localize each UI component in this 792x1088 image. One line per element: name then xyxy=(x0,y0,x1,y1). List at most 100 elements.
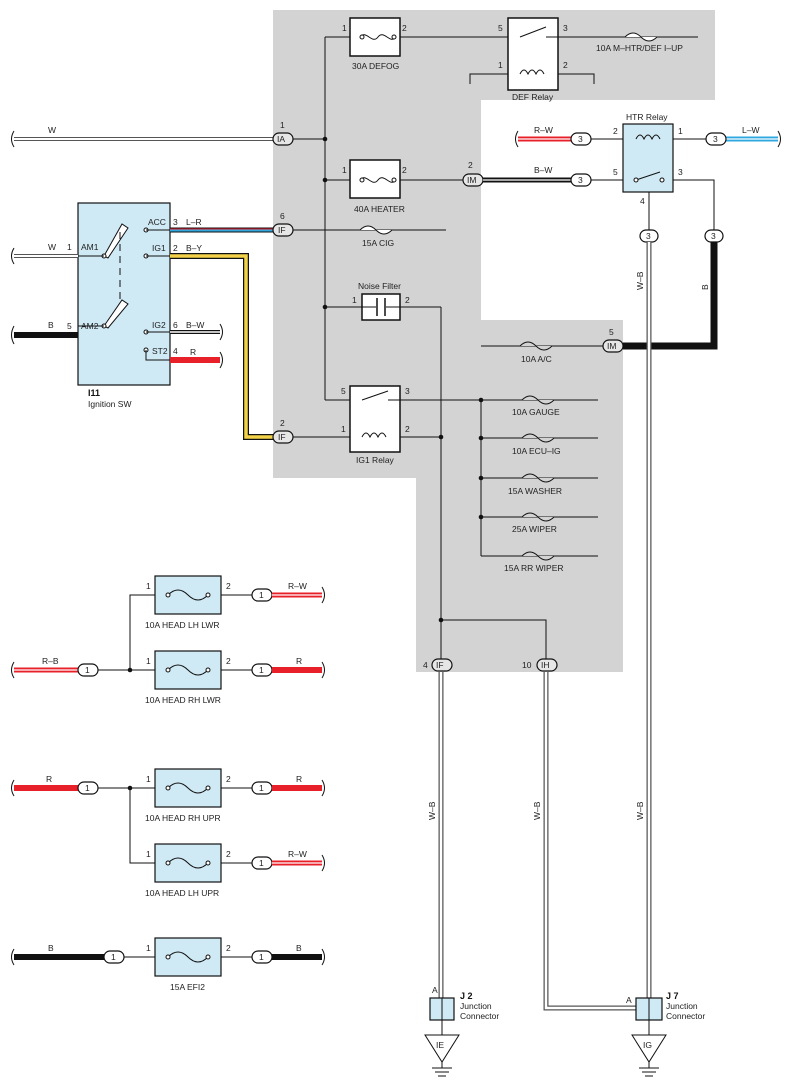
wire-label-b-am2: B xyxy=(48,320,54,330)
svg-text:2: 2 xyxy=(402,165,407,175)
connector-if-6: IF 6 xyxy=(272,211,294,237)
j7-id: J 7 xyxy=(666,991,679,1001)
svg-text:15A EFI2: 15A EFI2 xyxy=(170,982,205,992)
svg-text:10A A/C: 10A A/C xyxy=(521,354,552,364)
svg-text:5: 5 xyxy=(498,23,503,33)
svg-text:2: 2 xyxy=(405,295,410,305)
junction-connector-j2: IE A J 2 Junction Connector xyxy=(424,985,499,1077)
terminal-am1: AM1 xyxy=(81,242,99,252)
ig1-relay: 5 3 1 2 IG1 Relay xyxy=(341,385,410,465)
wire-label-w-am1: W xyxy=(48,242,56,252)
wire-label-wb-4: W–B xyxy=(532,801,542,820)
svg-text:10A GAUGE: 10A GAUGE xyxy=(512,407,560,417)
connector-im-5: IM 5 xyxy=(602,327,624,353)
def-relay-label: DEF Relay xyxy=(512,92,554,102)
fuse-head-lh-lwr: 1 2 10A HEAD LH LWR xyxy=(145,575,231,630)
noise-filter: Noise Filter 1 2 xyxy=(352,281,410,321)
svg-text:IF: IF xyxy=(436,660,444,670)
htr-relay: HTR Relay 2 1 5 3 4 xyxy=(613,112,683,206)
svg-text:6: 6 xyxy=(280,211,285,221)
svg-text:1: 1 xyxy=(146,656,151,666)
svg-text:5: 5 xyxy=(609,327,614,337)
fuse-label-heater: 40A HEATER xyxy=(354,204,405,214)
svg-text:4: 4 xyxy=(423,660,428,670)
wire-label-r-rh-upr: R xyxy=(296,774,302,784)
ground-ig: IG xyxy=(643,1040,652,1050)
wire-label-r-upr: R xyxy=(46,774,52,784)
wire-label-r-st2: R xyxy=(190,347,196,357)
svg-text:10A M–HTR/DEF I–UP: 10A M–HTR/DEF I–UP xyxy=(596,43,683,53)
wire-label-wb-1: W–B xyxy=(635,271,645,290)
svg-text:1: 1 xyxy=(259,783,264,793)
j2-id: J 2 xyxy=(460,991,473,1001)
svg-text:15A WASHER: 15A WASHER xyxy=(508,486,562,496)
fuse-10a-gauge: 10A GAUGE xyxy=(512,395,560,417)
svg-text:3: 3 xyxy=(713,134,718,144)
connector-3-htr-4: 3 xyxy=(639,229,659,243)
svg-text:5: 5 xyxy=(613,167,618,177)
svg-text:10A HEAD LH UPR: 10A HEAD LH UPR xyxy=(145,888,219,898)
fuse-10a-m-htr: 10A M–HTR/DEF I–UP xyxy=(596,32,683,53)
svg-text:1: 1 xyxy=(352,295,357,305)
wb-wires: W–B W–B W–B W–B xyxy=(427,242,652,1011)
wire-label-b-efi-out: B xyxy=(296,943,302,953)
svg-text:1: 1 xyxy=(259,590,264,600)
svg-text:3: 3 xyxy=(646,231,651,241)
wire-label-bw: B–W xyxy=(186,320,204,330)
svg-text:Junction: Junction xyxy=(460,1001,492,1011)
wire-label-lw: L–W xyxy=(742,125,759,135)
wire-label-b-htr: B xyxy=(700,284,710,290)
svg-text:10A ECU–IG: 10A ECU–IG xyxy=(512,446,561,456)
wire-w-ia: W xyxy=(11,125,274,148)
svg-text:IA: IA xyxy=(277,134,285,144)
terminal-am2: AM2 xyxy=(81,321,99,331)
svg-text:IM: IM xyxy=(467,175,476,185)
wire-label-bw-heater: B–W xyxy=(534,165,552,175)
fuse-label-defog: 30A DEFOG xyxy=(352,61,399,71)
noise-filter-label: Noise Filter xyxy=(358,281,401,291)
svg-text:15A CIG: 15A CIG xyxy=(362,238,394,248)
svg-text:10A HEAD LH LWR: 10A HEAD LH LWR xyxy=(145,620,219,630)
svg-text:4: 4 xyxy=(640,196,645,206)
svg-text:1: 1 xyxy=(678,126,683,136)
svg-text:IH: IH xyxy=(541,660,550,670)
fuse-15a-efi2: 1 2 15A EFI2 xyxy=(146,937,231,992)
svg-text:3: 3 xyxy=(578,134,583,144)
svg-text:1: 1 xyxy=(85,665,90,675)
svg-text:3: 3 xyxy=(405,386,410,396)
terminal-ig1: IG1 xyxy=(152,243,166,253)
terminal-acc: ACC xyxy=(148,217,166,227)
svg-text:1: 1 xyxy=(146,849,151,859)
svg-text:1: 1 xyxy=(259,858,264,868)
wire-label-by: B–Y xyxy=(186,243,202,253)
connector-3-bw: 3 xyxy=(570,173,592,187)
wire-label-b-efi-in: B xyxy=(48,943,54,953)
ignition-wires: W B L–R B–Y B–W R xyxy=(11,217,274,440)
svg-text:IF: IF xyxy=(278,225,286,235)
ignition-switch: ACC IG1 AM1 AM2 IG2 ST2 I11 Ignition SW xyxy=(77,202,171,409)
svg-text:1: 1 xyxy=(259,665,264,675)
svg-text:10: 10 xyxy=(522,660,532,670)
wire-label-wb-2: W–B xyxy=(635,801,645,820)
svg-text:2: 2 xyxy=(405,424,410,434)
svg-text:1: 1 xyxy=(85,783,90,793)
svg-text:1: 1 xyxy=(342,23,347,33)
svg-text:2: 2 xyxy=(226,849,231,859)
svg-text:2: 2 xyxy=(613,126,618,136)
fuse-15a-washer: 15A WASHER xyxy=(508,473,562,496)
svg-text:15A RR WIPER: 15A RR WIPER xyxy=(504,563,564,573)
connector-if-4: IF 4 xyxy=(423,658,453,672)
fuse-15a-cig: 15A CIG xyxy=(359,225,394,248)
wire-label-rb: R–B xyxy=(42,656,59,666)
svg-text:10A HEAD RH UPR: 10A HEAD RH UPR xyxy=(145,813,221,823)
svg-text:3: 3 xyxy=(563,23,568,33)
fuse-10a-ac: 10A A/C xyxy=(519,341,553,364)
fuse-15a-rr-wiper: 15A RR WIPER xyxy=(504,551,564,573)
wire-label-lr: L–R xyxy=(186,217,202,227)
svg-text:1: 1 xyxy=(342,165,347,175)
pin-ig1: 2 xyxy=(173,243,178,253)
fuse-head-lh-upr: 1 2 10A HEAD LH UPR xyxy=(145,843,231,898)
connector-3-rw: 3 xyxy=(570,132,592,146)
svg-text:A: A xyxy=(432,985,438,995)
fuse-10a-ecu-ig: 10A ECU–IG xyxy=(512,433,561,456)
